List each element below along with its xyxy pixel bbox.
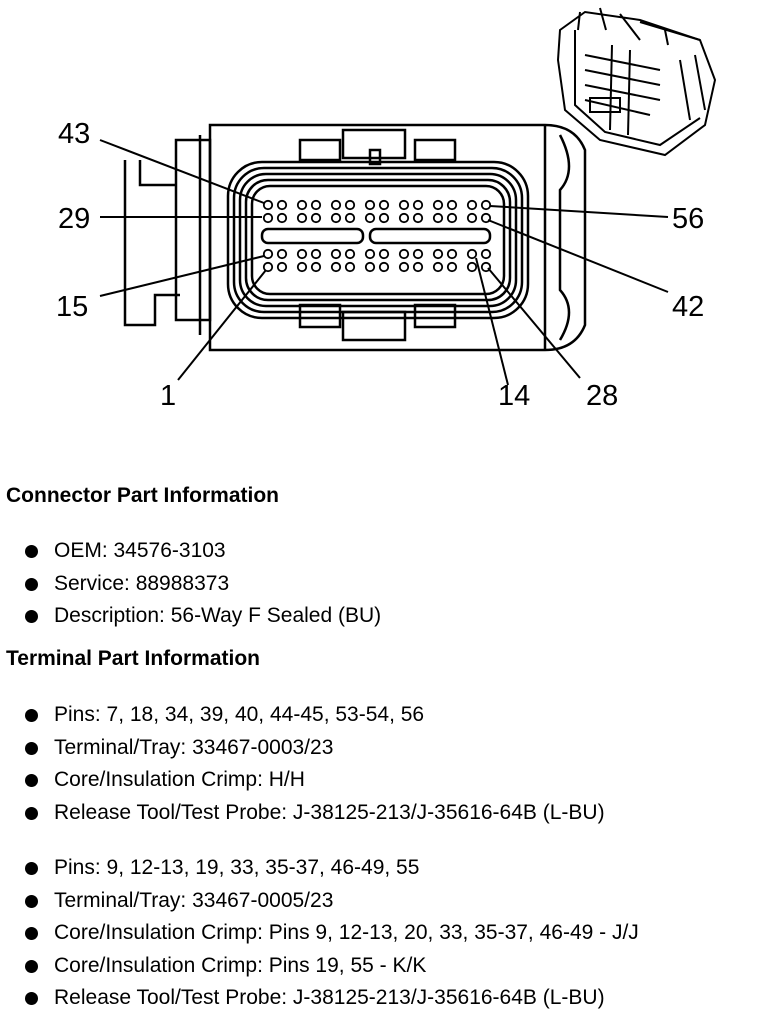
- list-item: Description: 56-Way F Sealed (BU): [0, 600, 381, 633]
- list-item: Core/Insulation Crimp: H/H: [0, 764, 605, 797]
- connector-part-info-list: OEM: 34576-3103 Service: 88988373 Descri…: [0, 535, 381, 633]
- terminal-part-info-group-1: Pins: 7, 18, 34, 39, 40, 44-45, 53-54, 5…: [0, 699, 605, 829]
- list-item: Terminal/Tray: 33467-0005/23: [0, 885, 639, 918]
- upper-pin-rows: [262, 199, 492, 224]
- pin-label-28: 28: [586, 380, 618, 412]
- pin-label-42: 42: [672, 291, 704, 323]
- pin-label-15: 15: [56, 291, 88, 323]
- connector-diagram: 43 29 15 1 14 28 42 56: [56, 7, 717, 412]
- list-item: Release Tool/Test Probe: J-38125-213/J-3…: [0, 982, 639, 1015]
- list-item: Pins: 7, 18, 34, 39, 40, 44-45, 53-54, 5…: [0, 699, 605, 732]
- pin-label-43: 43: [58, 118, 90, 150]
- terminal-part-info-heading: Terminal Part Information: [6, 647, 260, 670]
- pin-label-29: 29: [58, 203, 90, 235]
- pin-label-56: 56: [672, 203, 704, 235]
- list-item: Service: 88988373: [0, 568, 381, 601]
- connector-face: [123, 123, 587, 352]
- pin-labels: 43 29 15 1 14 28 42 56: [56, 118, 704, 412]
- list-item: Core/Insulation Crimp: Pins 9, 12-13, 20…: [0, 917, 639, 950]
- list-item: Core/Insulation Crimp: Pins 19, 55 - K/K: [0, 950, 639, 983]
- connector-3d-view: [556, 7, 717, 157]
- lower-pin-rows: [262, 248, 492, 273]
- pin-label-14: 14: [498, 380, 530, 412]
- pin-label-1: 1: [160, 380, 176, 412]
- list-item: Release Tool/Test Probe: J-38125-213/J-3…: [0, 797, 605, 830]
- list-item: Pins: 9, 12-13, 19, 33, 35-37, 46-49, 55: [0, 852, 639, 885]
- connector-part-info-heading: Connector Part Information: [6, 484, 280, 507]
- terminal-part-info-group-2: Pins: 9, 12-13, 19, 33, 35-37, 46-49, 55…: [0, 852, 639, 1015]
- list-item: Terminal/Tray: 33467-0003/23: [0, 732, 605, 765]
- pin-cavities: [262, 199, 492, 273]
- leader-lines: [99, 139, 669, 386]
- list-item: OEM: 34576-3103: [0, 535, 381, 568]
